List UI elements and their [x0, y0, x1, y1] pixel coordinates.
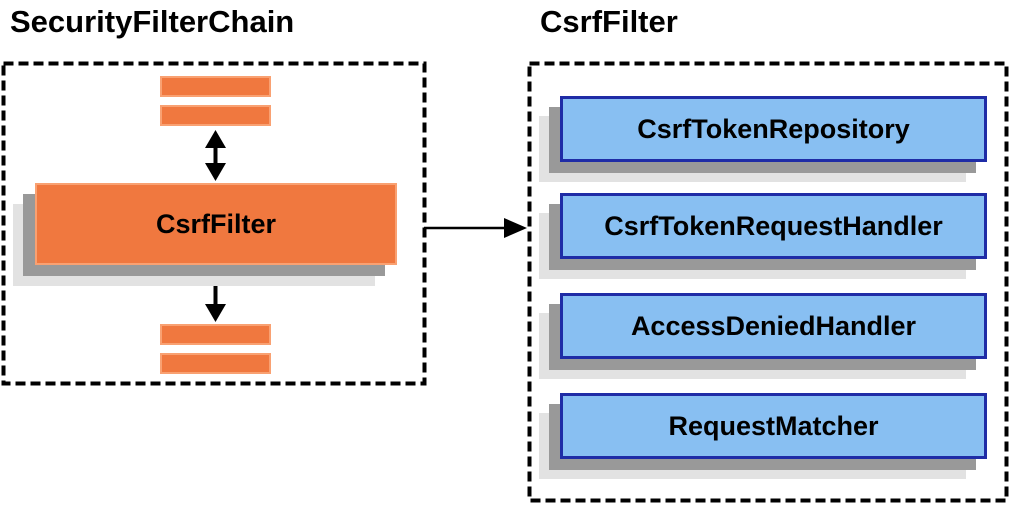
component-box-request-matcher: RequestMatcher: [560, 393, 987, 459]
component-box-csrf-token-repository: CsrfTokenRepository: [560, 96, 987, 162]
csrf-filter-box-label: CsrfFilter: [155, 208, 277, 239]
csrf-filter-boundary: [527, 61, 1009, 503]
csrf-filter-to-components-arrow: [424, 218, 527, 238]
filters-above-double-arrow: [205, 130, 226, 181]
filter-placeholder-rect-3: [160, 324, 271, 345]
component-label-request-matcher: RequestMatcher: [668, 410, 879, 441]
component-label-csrf-token-request-handler: CsrfTokenRequestHandler: [604, 210, 943, 241]
filter-placeholder-rect-2: [160, 105, 271, 126]
component-box-access-denied-handler: AccessDeniedHandler: [560, 293, 987, 359]
component-label-access-denied-handler: AccessDeniedHandler: [630, 310, 917, 341]
csrf-filter-title: CsrfFilter: [540, 4, 678, 39]
csrf-filter-box: CsrfFilter: [35, 183, 397, 265]
security-filter-chain-title: SecurityFilterChain: [10, 4, 295, 39]
component-box-csrf-token-request-handler: CsrfTokenRequestHandler: [560, 193, 987, 259]
component-label-csrf-token-repository: CsrfTokenRepository: [637, 113, 910, 144]
filter-placeholder-rect-1: [160, 76, 271, 97]
security-filter-chain-boundary: [1, 61, 427, 386]
filters-below-double-arrow: [205, 267, 226, 322]
filter-placeholder-rect-4: [160, 353, 271, 374]
